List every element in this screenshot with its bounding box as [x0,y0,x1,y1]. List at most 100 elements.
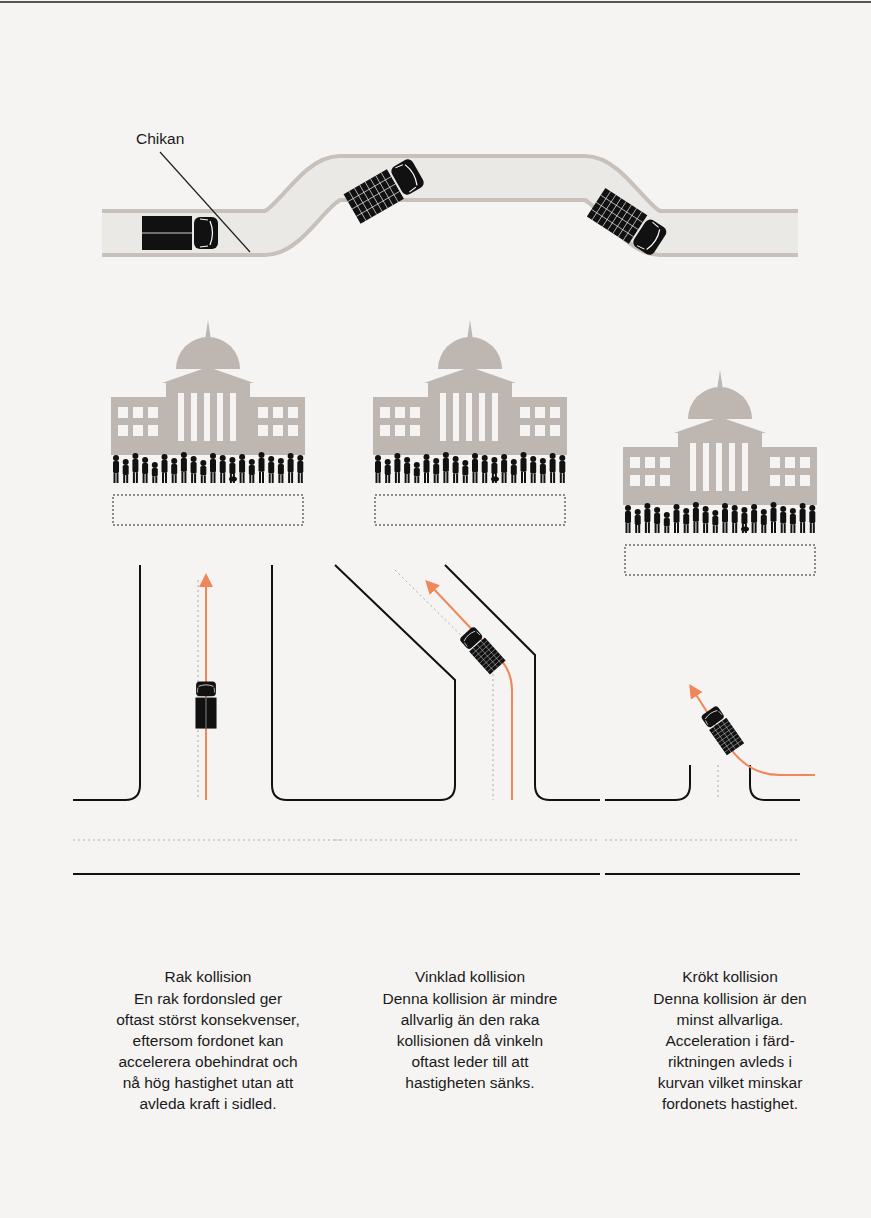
drawing-part [404,457,410,463]
drawing-part [683,508,689,514]
drawing-part [433,464,439,474]
drawing-part [288,425,298,436]
drawing-part [278,458,284,464]
lane-line [605,840,800,841]
drawing-part [596,202,638,229]
callout-label: Chikan [136,128,216,149]
drawing-part [687,524,689,533]
drawing-part [414,476,416,483]
drawing-part [380,425,390,436]
crowd-icon [625,502,815,533]
drawing-part [655,524,657,533]
drawing-part [152,468,158,476]
drawing-part [502,473,504,483]
drawing-part [654,513,660,524]
drawing-part [521,472,523,483]
drawing-part [459,626,484,650]
drawing-part [376,473,378,483]
drawing-part [398,472,400,483]
drawing-part [171,464,177,474]
drawing-part [428,383,512,455]
road-edge [605,873,800,875]
drawing-part [278,474,280,483]
drawing-part [268,456,274,462]
drawing-part [440,393,446,441]
drawing-part [784,524,786,533]
drawing-part [491,477,499,482]
drawing-part [410,407,420,418]
drawing-part [592,209,634,236]
drawing-part [511,459,517,465]
drawing-part [414,468,420,476]
drawing-part [559,461,565,473]
drawing-part [220,473,222,483]
drawing-part [800,509,806,522]
drawing-part [732,511,738,523]
drawing-part [678,433,762,505]
drawing-part [625,511,631,523]
drawing-part [437,474,439,483]
drawing-part [171,458,177,464]
path-arrow [693,690,815,775]
drawing-part [683,514,689,524]
drawing-part [291,472,293,483]
drawing-part [259,452,265,458]
drawing-part [424,460,430,473]
caption-heading: Vinklad kollision [370,966,570,987]
drawing-part [752,523,754,533]
drawing-part [204,393,210,441]
drawing-part [229,477,237,482]
drawing-part [405,474,407,483]
drawing-part [543,474,545,483]
drawing-part [809,511,815,523]
drawing-part [664,512,670,518]
drawing-part [463,630,475,641]
drawing-part [258,425,268,436]
drawing-part [472,459,478,472]
drawing-part [511,475,513,483]
drawing-part [379,473,381,483]
drawing-part [258,407,268,418]
drawing-part [146,474,148,483]
drawing-part [473,472,475,483]
drawing-part [434,474,436,483]
drawing-part [693,502,699,508]
drawing-part [463,475,465,483]
drawing-part [132,453,138,459]
road-edge [73,565,140,800]
drawing-part [191,393,197,441]
drawing-part [540,474,542,483]
drawing-part [716,443,722,491]
drawing-part [408,474,410,483]
drawing-part [194,474,196,483]
drawing-part [644,503,650,509]
drawing-part [630,475,640,486]
drawing-part [703,443,709,491]
drawing-part [181,458,187,472]
drawing-part [511,465,517,475]
truck-icon [142,216,218,250]
drawing-part [348,177,391,202]
drawing-part [133,472,135,483]
truck-icon [344,156,427,223]
drawing-part [688,387,752,419]
drawing-part [771,508,777,522]
drawing-part [690,443,696,491]
drawing-part [660,457,670,468]
drawing-part [240,473,242,483]
drawing-part [674,417,766,433]
drawing-part [118,425,128,436]
drawing-part [732,505,738,511]
drawing-part [114,473,116,483]
drawing-part [178,393,184,441]
drawing-part [96,205,102,261]
drawing-part [466,475,468,483]
drawing-part [742,443,748,491]
drawing-part [491,463,497,474]
truck-icon [700,705,744,756]
drawing-part [142,457,148,463]
drawing-part [751,510,757,523]
drawing-part [472,453,478,459]
drawing-part [770,457,780,468]
drawing-part [118,407,128,418]
